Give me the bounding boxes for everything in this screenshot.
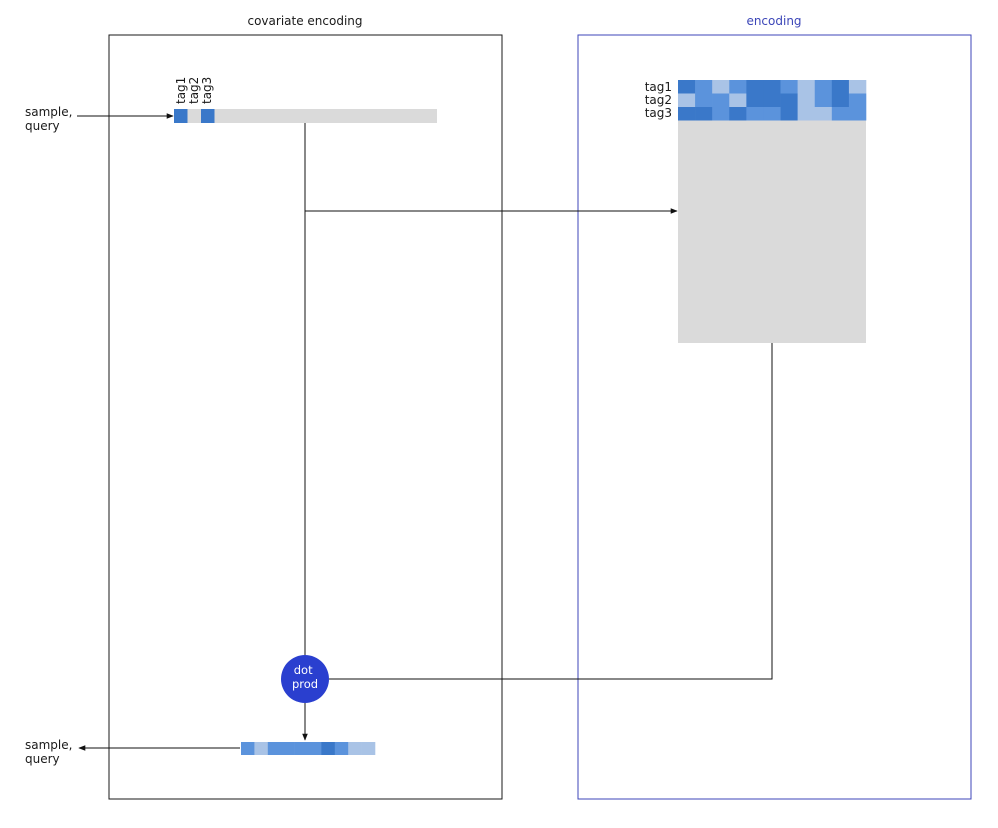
output-vector-cell	[321, 742, 336, 755]
matrix-cell	[746, 107, 764, 121]
matrix-cell	[695, 107, 713, 121]
matrix-cell	[695, 93, 713, 107]
output-vector-cell	[348, 742, 362, 755]
matrix-cell	[729, 93, 747, 107]
input-tag-1-label: tag1	[174, 77, 188, 104]
matrix-cell	[814, 80, 833, 94]
dot-prod-label-line-1: dot	[294, 663, 313, 677]
output-vector-cell	[254, 742, 269, 755]
output-vector-cell	[308, 742, 322, 755]
dot-prod-circle	[281, 655, 329, 703]
matrix-cell	[831, 93, 850, 107]
input-vector-cell	[201, 109, 215, 123]
matrix-to-dot-prod-connector	[329, 343, 773, 680]
matrix-cell	[763, 93, 781, 107]
input-tag-labels: tag1 tag2 tag3	[174, 77, 214, 104]
output-vector-cell	[361, 742, 376, 755]
input-sample-query-label: sample, query	[25, 105, 76, 133]
encoding-matrix-background	[678, 80, 866, 343]
matrix-cell	[848, 107, 867, 121]
matrix-cell	[763, 107, 781, 121]
output-vector-cell	[281, 742, 295, 755]
matrix-cell	[780, 107, 798, 121]
covariate-encoding-frame	[108, 34, 503, 800]
matrix-cell	[729, 107, 747, 121]
output-sample-query-label: sample, query	[25, 738, 76, 766]
input-vector	[174, 109, 437, 123]
input-tag-3-label: tag3	[200, 77, 214, 104]
matrix-cell	[712, 93, 730, 107]
matrix-cell	[746, 93, 764, 107]
matrix-cell	[831, 80, 850, 94]
matrix-cell	[848, 80, 867, 94]
matrix-cell	[814, 93, 833, 107]
input-label-line-1: sample,	[25, 105, 72, 119]
encoding-frame	[577, 34, 972, 800]
matrix-tag-2-label: tag2	[645, 93, 672, 107]
output-vector-cell	[334, 742, 349, 755]
matrix-cell	[814, 107, 833, 121]
matrix-cell	[831, 107, 850, 121]
input-vector-background	[174, 109, 437, 123]
matrix-tag-3-label: tag3	[645, 106, 672, 120]
dot-prod-label-line-2: prod	[292, 677, 318, 691]
matrix-cell	[712, 80, 730, 94]
encoding-title: encoding	[746, 14, 801, 28]
matrix-cell	[797, 93, 816, 107]
output-label-line-2: query	[25, 752, 60, 766]
output-vector-cell	[267, 742, 282, 755]
output-label-line-1: sample,	[25, 738, 72, 752]
matrix-cell	[678, 107, 696, 121]
input-tag-2-label: tag2	[187, 77, 201, 104]
matrix-cell	[780, 80, 798, 94]
input-vector-cell	[174, 109, 188, 123]
matrix-cell	[746, 80, 764, 94]
matrix-cell	[712, 107, 730, 121]
matrix-cell	[678, 93, 696, 107]
matrix-cell	[797, 107, 816, 121]
matrix-tag-1-label: tag1	[645, 80, 672, 94]
matrix-cell	[695, 80, 713, 94]
input-vector-cells	[174, 109, 215, 123]
output-vector	[241, 742, 376, 755]
input-label-line-2: query	[25, 119, 60, 133]
matrix-cell	[678, 80, 696, 94]
output-vector-cell	[294, 742, 309, 755]
covariate-encoding-title: covariate encoding	[247, 14, 362, 28]
matrix-cell	[763, 80, 781, 94]
encoding-matrix	[678, 80, 867, 343]
matrix-cell	[848, 93, 867, 107]
output-vector-cell	[241, 742, 255, 755]
dot-prod-node: dot prod	[281, 655, 329, 703]
dot-prod-label: dot prod	[292, 663, 318, 691]
matrix-cell	[729, 80, 747, 94]
matrix-tag-labels: tag1 tag2 tag3	[645, 80, 672, 120]
matrix-cell	[780, 93, 798, 107]
encoding-matrix-cells	[678, 80, 867, 121]
matrix-cell	[797, 80, 816, 94]
